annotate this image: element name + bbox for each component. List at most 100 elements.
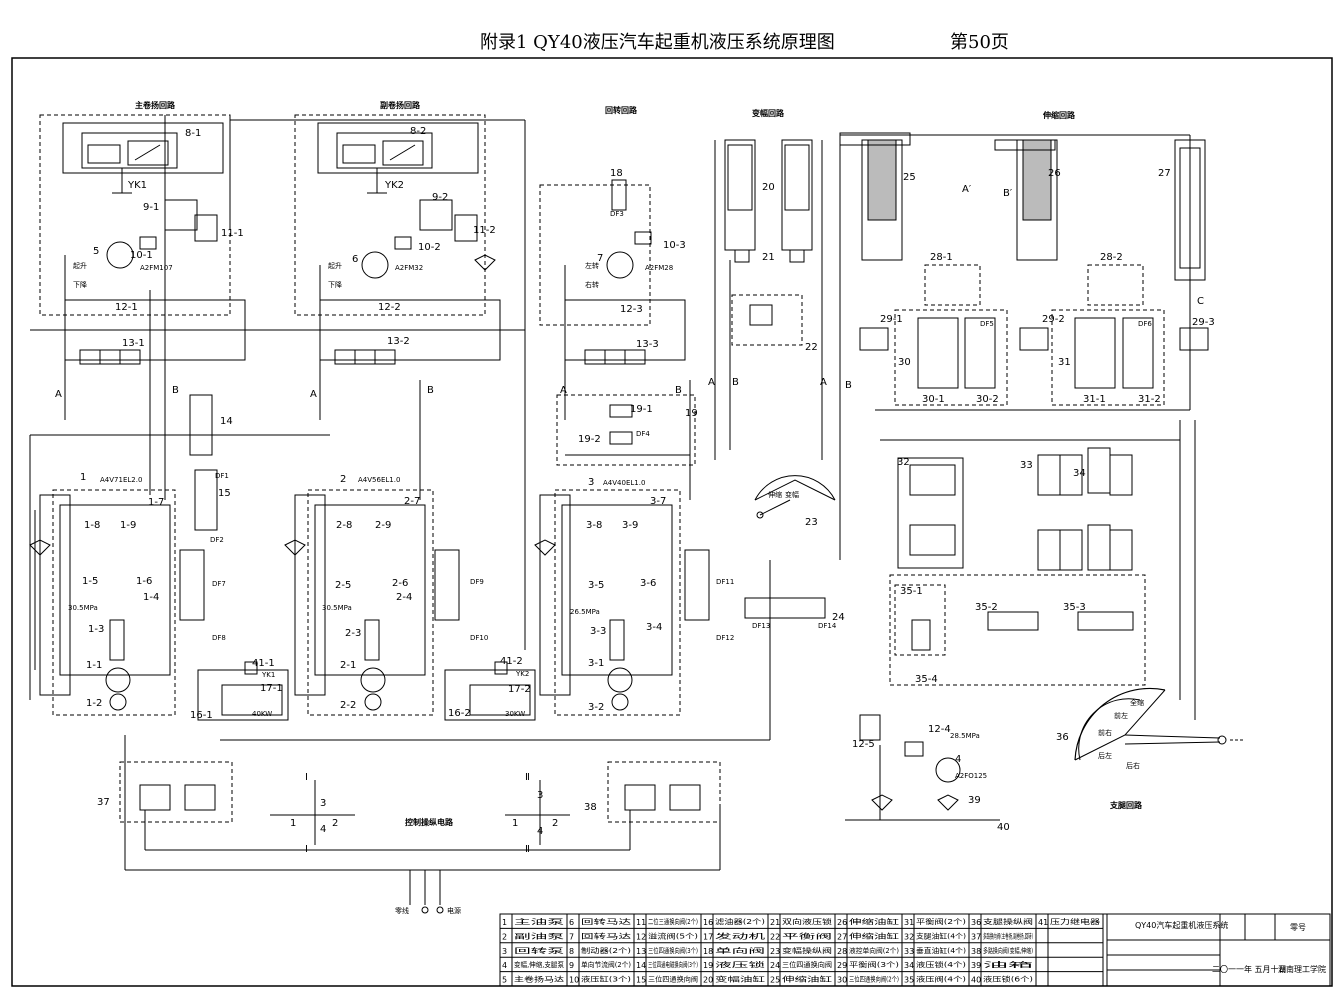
label-1: 1 <box>80 472 86 483</box>
label-df13: DF13 <box>752 622 770 630</box>
label-lever-2-pos4: 4 <box>537 826 543 837</box>
label-yk1-b: YK1 <box>261 671 275 679</box>
parts-table-name: 副油泵 <box>514 931 564 940</box>
label-10-1: 10-1 <box>130 250 153 261</box>
label-31-1: 31-1 <box>1083 394 1106 405</box>
label-12-3: 12-3 <box>620 304 643 315</box>
parts-table-name: 垂直油缸(4个) <box>916 946 966 955</box>
parts-table-number: 34 <box>904 961 914 970</box>
parts-table-name: 溢流阀(5个) <box>648 931 698 940</box>
label-df8: DF8 <box>212 634 226 642</box>
parts-table-number: 5 <box>502 976 507 985</box>
parts-table-name: 回转马达 <box>581 931 631 940</box>
parts-table-name: 伸缩油缸 <box>782 975 832 984</box>
parts-table-name: 三位四通换向阀 <box>648 975 698 984</box>
parts-table-number: 8 <box>569 947 574 956</box>
slewing-circuit <box>534 179 710 716</box>
label-lever-1-pos1: 1 <box>290 818 296 829</box>
label-zero-line: 零线 <box>395 906 409 915</box>
parts-table-name: 平衡阀 <box>782 931 832 940</box>
label-power: 电源 <box>447 906 461 915</box>
parts-table-number: 18 <box>703 947 713 956</box>
title-block <box>499 913 1331 987</box>
label-2-6: 2-6 <box>392 578 408 589</box>
label-df3: DF3 <box>610 210 624 218</box>
parts-table-name: 变幅油缸 <box>715 975 765 984</box>
parts-table-number: 40 <box>971 976 981 985</box>
parts-table-number: 2 <box>502 932 507 941</box>
label-c: C <box>1197 296 1204 307</box>
label-26: 26 <box>1048 168 1061 179</box>
label-pressure-2: 30.5MPa <box>322 604 352 612</box>
parts-table-number: 12 <box>636 932 646 941</box>
label-lever-1-bottom: Ⅰ <box>305 844 308 855</box>
label-21: 21 <box>762 252 775 263</box>
label-35-1: 35-1 <box>900 586 923 597</box>
label-15: 15 <box>218 488 231 499</box>
label-raise-1: 起升 <box>73 261 87 270</box>
label-right: 右转 <box>585 280 599 289</box>
parts-table-name: 回转马达 <box>581 917 631 926</box>
label-29-2: 29-2 <box>1042 314 1065 325</box>
parts-table-name: 主卷扬马达 <box>514 975 564 984</box>
section-main-hoist: 主卷扬回路 <box>135 100 176 110</box>
parts-table-name: 三位四通换向阀(2个) <box>849 975 899 984</box>
label-13-2: 13-2 <box>387 336 410 347</box>
label-a-main: A <box>55 389 62 400</box>
section-outrigger: 支腿回路 <box>1109 800 1143 810</box>
parts-table-name: 三位四通电磁换向阀(3个) <box>648 960 698 969</box>
label-3-1: 3-1 <box>588 658 604 669</box>
label-1-8: 1-8 <box>84 520 100 531</box>
label-b-aux: B <box>427 385 434 396</box>
label-3-8: 3-8 <box>586 520 602 531</box>
parts-table-name: 单向节流阀(2个) <box>581 960 631 969</box>
parts-table-name: 三位四通换向阀(3个) <box>648 946 698 955</box>
label-yk1: YK1 <box>127 180 147 191</box>
label-df2: DF2 <box>210 536 224 544</box>
label-6: 6 <box>352 254 358 265</box>
label-lever-2-pos2: 2 <box>552 818 558 829</box>
parts-table-name: 液压锁(4个) <box>916 960 966 969</box>
label-yk2: YK2 <box>384 180 404 191</box>
label-25: 25 <box>903 172 916 183</box>
parts-table-number: 24 <box>770 961 780 970</box>
parts-table-number: 1 <box>502 918 507 927</box>
aux-hoist-circuit <box>230 114 536 721</box>
parts-table-number: 9 <box>569 961 574 970</box>
label-17-1: 17-1 <box>260 683 283 694</box>
label-19-1: 19-1 <box>630 404 653 415</box>
label-37: 37 <box>97 797 110 808</box>
parts-table-name: 多路换向阀(变幅,伸缩) <box>983 946 1033 955</box>
label-a-slew: A <box>560 385 567 396</box>
label-9-2: 9-2 <box>432 192 448 203</box>
label-2-2: 2-2 <box>340 700 356 711</box>
label-12-1: 12-1 <box>115 302 138 313</box>
parts-table-name: 变幅操纵阀 <box>782 946 832 955</box>
label-3-2: 3-2 <box>588 702 604 713</box>
label-dial-2: 前左 <box>1114 711 1128 720</box>
label-41-1: 41-1 <box>252 658 275 669</box>
label-1-3: 1-3 <box>88 624 104 635</box>
label-9-1: 9-1 <box>143 202 159 213</box>
parts-table-name: 液压缸(3个) <box>581 975 631 984</box>
parts-table-number: 6 <box>569 918 574 927</box>
parts-table-number: 11 <box>636 918 646 927</box>
label-dial-1: 全缩 <box>1130 698 1144 707</box>
section-control: 控制操纵电路 <box>405 817 454 827</box>
label-29-3: 29-3 <box>1192 317 1215 328</box>
label-b-main: B <box>172 385 179 396</box>
label-27: 27 <box>1158 168 1171 179</box>
parts-table-number: 15 <box>636 976 646 985</box>
label-a-luff-2: A <box>820 377 827 388</box>
label-16-2: 16-2 <box>448 708 471 719</box>
label-2: 2 <box>340 474 346 485</box>
label-pump-3: A4V40EL1.0 <box>603 479 645 487</box>
label-1-5: 1-5 <box>82 576 98 587</box>
page-number: 第50页 <box>950 32 1009 53</box>
label-16-1: 16-1 <box>190 710 213 721</box>
label-dial-5: 后右 <box>1126 761 1140 770</box>
parts-table-number: 29 <box>837 961 847 970</box>
label-35-2: 35-2 <box>975 602 998 613</box>
label-2-5: 2-5 <box>335 580 351 591</box>
parts-table-number: 10 <box>569 976 579 985</box>
